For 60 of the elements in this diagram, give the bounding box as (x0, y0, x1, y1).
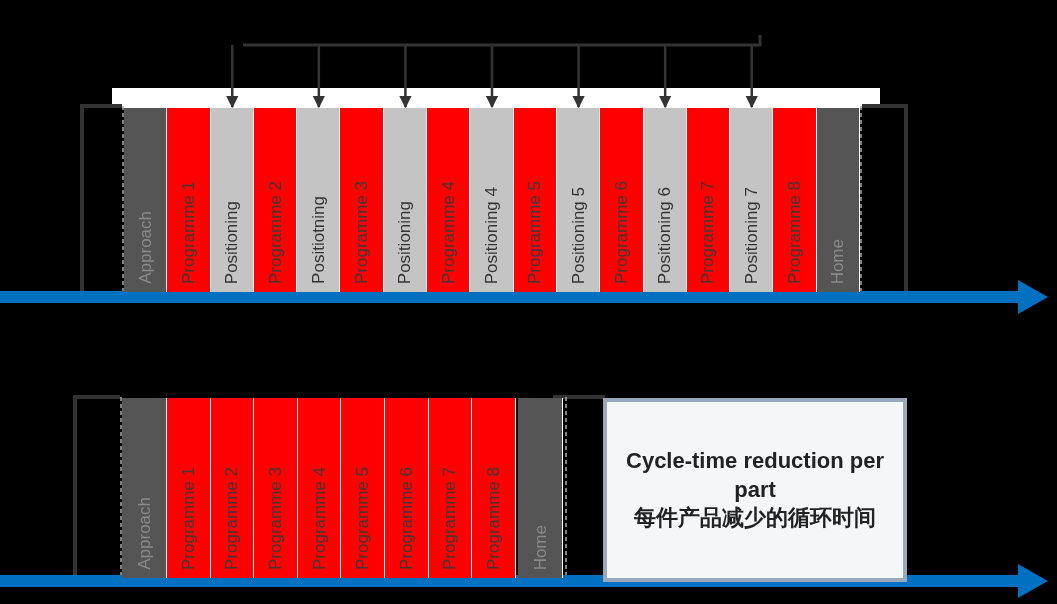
programme-step-bar (253, 108, 298, 292)
arrow (658, 45, 672, 109)
step-label: Programme 6 (612, 181, 630, 284)
step-label: Programme 5 (526, 181, 544, 284)
step-label: Programme 6 (397, 467, 415, 570)
approach-step-bar (124, 108, 168, 292)
positioning-step-bar (470, 108, 514, 292)
programme-step-bar (428, 398, 473, 578)
positioning-step-bar (297, 108, 341, 292)
programme-step-bar (254, 398, 298, 578)
positioning-step-bar (643, 108, 687, 292)
arrow (399, 45, 412, 109)
step-label: Programme 3 (353, 181, 371, 284)
result-text: Cycle-time reduction per part (625, 447, 885, 504)
programme-step-bar (513, 108, 557, 292)
result-box (603, 398, 907, 582)
step-label: Programme 1 (179, 467, 197, 570)
home-step-bar (518, 398, 563, 578)
step-label: Programme 2 (266, 181, 284, 284)
step-label: Programme 4 (310, 467, 328, 570)
programme-step-bar (600, 108, 644, 292)
positioning-step-bar (383, 108, 428, 292)
programme-step-bar (385, 398, 429, 578)
programme-step-bar (167, 108, 211, 292)
programme-step-bar (210, 398, 255, 578)
step-label: Programme 8 (786, 181, 804, 284)
home-step-bar (816, 108, 860, 292)
programme-step-bar (341, 398, 385, 578)
arrow (572, 45, 585, 109)
programme-step-bar (167, 398, 211, 578)
programme-step-bar (472, 398, 516, 578)
step-label: Programme 7 (441, 467, 459, 570)
step-label: Positioning 5 (569, 186, 587, 284)
programme-step-bar (773, 108, 817, 292)
arrow (745, 45, 758, 109)
positioning-step-bar (730, 108, 774, 292)
programme-step-bar (297, 398, 342, 578)
positioning-step-bar (210, 108, 254, 292)
positioning-step-bar (556, 108, 601, 292)
step-label: Positiotning (309, 196, 327, 284)
step-label: Positioning (223, 200, 241, 284)
approach-step-bar (122, 398, 167, 578)
step-label: Programme 4 (439, 181, 457, 284)
step-label: Positioning 4 (483, 186, 500, 284)
programme-step-bar (686, 108, 731, 292)
arrow (312, 45, 326, 109)
result-text: 每件产品减少的循环时间 (634, 504, 876, 533)
arrow (226, 45, 239, 109)
programme-step-bar (340, 108, 384, 292)
programme-step-bar (427, 108, 471, 292)
arrow (485, 45, 499, 109)
step-label: Positioning 6 (656, 186, 674, 284)
step-label: Positioning (396, 200, 414, 284)
step-label: Positioning 7 (742, 186, 760, 284)
step-label: Programme 2 (223, 467, 241, 570)
step-label: Programme 7 (699, 181, 717, 284)
step-label: Programme 5 (354, 467, 372, 570)
step-label: Programme 3 (267, 467, 284, 570)
step-label: Programme 8 (485, 467, 502, 570)
step-label: Programme 1 (179, 181, 197, 284)
